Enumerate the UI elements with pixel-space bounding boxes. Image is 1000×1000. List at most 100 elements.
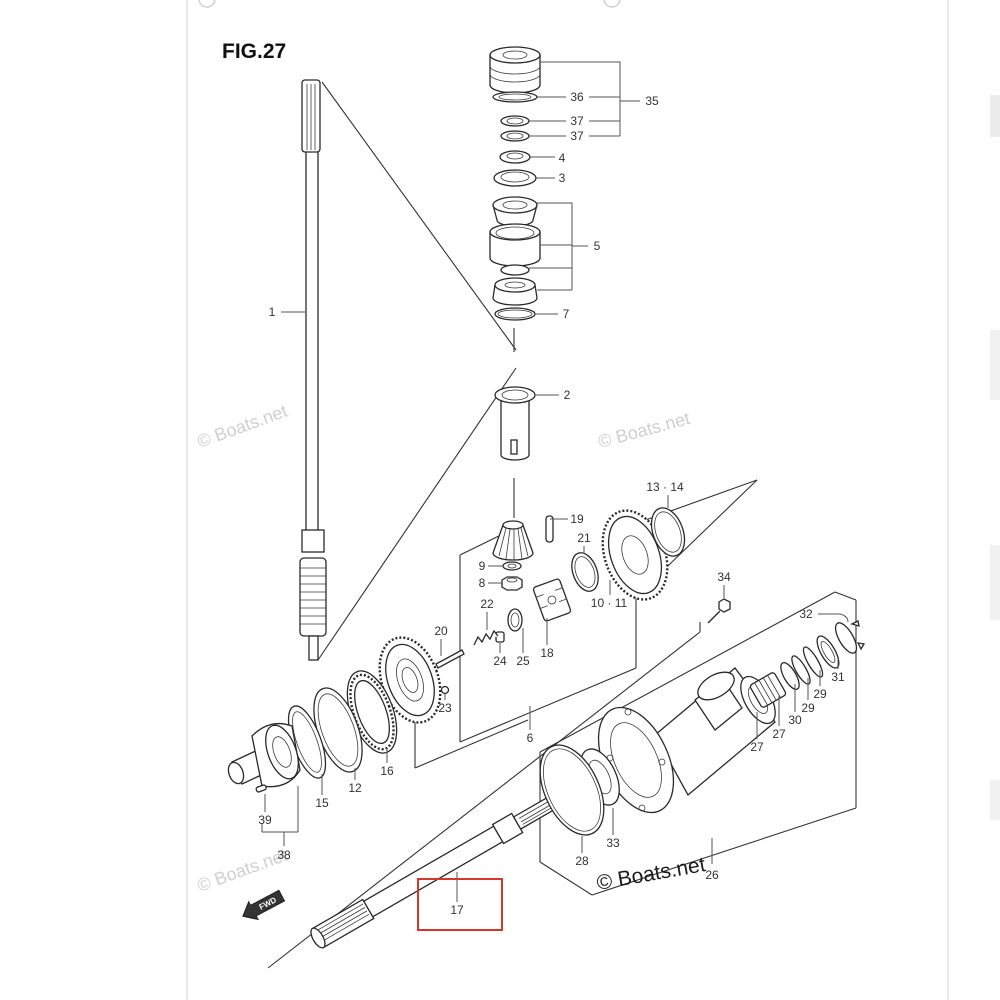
washer-ring <box>502 561 522 571</box>
shaft-end-cap <box>310 927 326 949</box>
part-16-thrust-bearing <box>346 670 398 754</box>
part-29-seal <box>791 655 811 685</box>
sleeve-bore <box>501 389 529 401</box>
part-label: 21 <box>577 531 591 545</box>
leader-5-bracket <box>529 202 588 291</box>
housing-boss-cap <box>697 671 735 701</box>
bolt-shank <box>707 610 721 624</box>
assembly-line <box>539 591 836 753</box>
part-27-needle-bearing <box>749 672 787 708</box>
part-label: 15 <box>315 796 329 810</box>
part-34-bolt <box>707 598 731 624</box>
nut-body <box>501 576 523 591</box>
o-ring-inner <box>542 748 602 832</box>
part-label: 17 <box>450 903 464 917</box>
shaft-ribs <box>300 567 326 625</box>
assembly-line <box>539 861 593 896</box>
part-label: 1 <box>269 305 276 319</box>
part-label: 31 <box>831 670 845 684</box>
side-panel-block <box>990 545 1000 620</box>
part-label: 22 <box>480 597 494 611</box>
part-label: 27 <box>750 740 764 754</box>
part-9-washer <box>502 561 522 571</box>
part-label: 35 <box>645 94 659 108</box>
part-label: 12 <box>348 781 362 795</box>
part-18-clutch-dog <box>532 578 572 622</box>
shim-inner <box>654 511 682 553</box>
part-2-sleeve <box>494 386 536 461</box>
sleeve-slot <box>510 439 518 455</box>
part-label: 2 <box>564 388 571 402</box>
part-label: 4 <box>559 151 566 165</box>
housing-bore <box>502 50 528 60</box>
part-label: 34 <box>717 570 731 584</box>
part-label: 9 <box>479 559 486 573</box>
assembly-line <box>591 807 857 896</box>
ball-retainer <box>495 631 505 643</box>
pin-body <box>435 649 465 669</box>
leader-32 <box>818 613 849 623</box>
part-28-o-ring <box>539 744 605 836</box>
part-label: 36 <box>570 90 584 104</box>
part-37-oil-seal <box>500 115 530 127</box>
gear-face <box>607 515 663 595</box>
shaft-tip <box>308 635 319 661</box>
side-panel-block <box>990 330 1000 400</box>
part-label: 8 <box>479 576 486 590</box>
part-label: 19 <box>570 512 584 526</box>
part-21-bearing <box>571 552 599 592</box>
upper-bearing-bore <box>502 200 528 210</box>
washer-inner <box>317 693 359 767</box>
seal-ring <box>791 655 811 685</box>
part-label: 33 <box>606 836 620 850</box>
part-label: 25 <box>516 654 530 668</box>
bearing-ring <box>507 608 523 632</box>
shaft-collar <box>301 529 325 553</box>
part-13-14-shim <box>650 507 686 557</box>
clutch-hole <box>547 595 557 605</box>
bearing-cup-top <box>489 223 541 241</box>
part-30-washer <box>780 662 800 690</box>
part-22-spring <box>473 629 499 646</box>
part-label: 20 <box>434 624 448 638</box>
side-panel-block <box>990 780 1000 820</box>
washer-ring <box>780 662 800 690</box>
part-label: 32 <box>799 607 813 621</box>
fwd-arrow-shape <box>242 889 286 921</box>
assembly-line <box>414 719 529 769</box>
bearing-inner <box>574 556 596 588</box>
part-label: 18 <box>540 646 554 660</box>
assembly-line <box>834 591 857 601</box>
part-24-ball <box>495 631 505 643</box>
flange-bolt-hole <box>658 758 666 766</box>
part-3-race <box>493 169 537 187</box>
race-inner <box>500 171 530 183</box>
spring-coil <box>473 629 499 646</box>
part-10-11-forward-gear <box>601 509 669 601</box>
oil-seal-inner <box>506 117 524 125</box>
part-label: 28 <box>575 854 589 868</box>
leader-35-bracket <box>540 61 640 136</box>
part-label: 5 <box>594 239 601 253</box>
bearing-outer <box>571 552 599 592</box>
part-25-bearing <box>507 608 523 632</box>
pinion-teeth <box>498 527 529 560</box>
gear-face <box>385 643 435 717</box>
ring-inner <box>506 152 524 160</box>
shim-outer <box>650 507 686 557</box>
snap-ring-body <box>834 622 858 654</box>
leader-38-bracket <box>261 786 299 846</box>
housing-grooves <box>489 65 541 83</box>
lower-bearing-bore <box>504 281 526 289</box>
part-label: 3 <box>559 171 566 185</box>
oil-seal-ring <box>500 115 530 127</box>
part-label: 24 <box>493 654 507 668</box>
assembly-line <box>317 367 517 661</box>
nut-hole <box>506 577 518 583</box>
part-label: 13 · 14 <box>646 480 684 494</box>
part-label: 6 <box>527 731 534 745</box>
part-labels: 1 35 36 37 37 4 3 5 7 2 13 · 14 19 21 9 … <box>258 90 845 917</box>
